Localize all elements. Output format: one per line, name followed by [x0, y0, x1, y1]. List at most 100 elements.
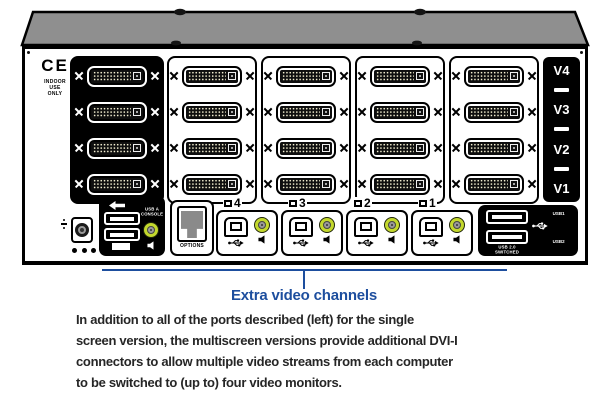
dvi-port: [464, 173, 524, 195]
screw-icon: [246, 108, 254, 116]
usb-b-port: [354, 217, 378, 237]
computer-number: 3: [299, 196, 306, 210]
screw-icon: [75, 72, 83, 80]
computer-number-label: 1: [418, 197, 437, 209]
dvi-pin-grid: [93, 143, 131, 153]
dvi-port: [182, 65, 242, 87]
dvi-pin-grid: [188, 143, 226, 153]
usb-b-port: [289, 217, 313, 237]
video-channel-label: V4: [553, 63, 570, 78]
screw-icon: [358, 180, 366, 188]
dvi-port-row: [358, 65, 442, 87]
dvi-column-computer-4: [167, 56, 257, 204]
dvi-port: [464, 101, 524, 123]
dvi-analog-block: [416, 108, 424, 116]
dvi-port: [87, 137, 147, 159]
screw-icon: [75, 108, 83, 116]
dvi-port-row: [452, 137, 536, 159]
computer-port-section: 1: [411, 197, 473, 256]
caption-line: connectors to allow multiple video strea…: [76, 354, 453, 369]
dvi-port-row: [264, 65, 348, 87]
usb-icon: [532, 222, 548, 230]
dvi-analog-block: [228, 180, 236, 188]
usb-icon: [293, 239, 309, 247]
computer-port-section: 2: [346, 197, 408, 256]
power-jack: [71, 217, 93, 243]
usb-panel-note: USB 2.0 SWITCHED: [494, 244, 520, 255]
dvi-analog-block: [322, 108, 330, 116]
dvi-port: [182, 173, 242, 195]
dvi-analog-block: [133, 108, 141, 116]
caption-title: Extra video channels: [230, 287, 378, 304]
dvi-pin-grid: [93, 107, 131, 117]
ce-note: INDOOR USE ONLY: [44, 79, 66, 97]
divider: [554, 166, 569, 171]
screw-icon: [434, 72, 442, 80]
usb-port-label: USB2: [552, 239, 565, 245]
dvi-port: [276, 137, 336, 159]
dvi-port: [87, 65, 147, 87]
computer-number: 2: [364, 196, 371, 210]
dvi-port: [464, 65, 524, 87]
screw-icon: [528, 72, 536, 80]
dvi-port-row: [170, 137, 254, 159]
video-channel-label: V1: [553, 180, 570, 196]
dvi-analog-block: [228, 72, 236, 80]
audio-jack: [384, 217, 400, 233]
computer-icon: [289, 199, 297, 207]
dvi-analog-block: [133, 144, 141, 152]
usb-b-port: [419, 217, 443, 237]
dvi-column-computer-1: [449, 56, 539, 204]
dvi-pin-grid: [188, 179, 226, 189]
screw-icon: [340, 108, 348, 116]
speaker-icon: [453, 235, 462, 244]
computer-number-label: 4: [223, 197, 242, 209]
dvi-port-row: [75, 173, 159, 195]
usb-a-port: [104, 228, 140, 241]
dvi-port-row: [170, 65, 254, 87]
dvi-analog-block: [322, 144, 330, 152]
usb-icon: [358, 239, 374, 247]
screw-icon: [452, 108, 460, 116]
audio-jack: [449, 217, 465, 233]
dvi-pin-grid: [282, 71, 320, 81]
audio-jack: [254, 217, 270, 233]
console-label: USB A CONSOLE: [140, 206, 164, 217]
screw-icon: [434, 108, 442, 116]
dvi-pin-grid: [93, 71, 131, 81]
usb-a-port: [486, 210, 528, 224]
speaker-icon: [323, 235, 332, 244]
dvi-port-row: [264, 173, 348, 195]
speaker-icon: [147, 241, 156, 250]
dvi-pin-grid: [470, 143, 508, 153]
screw-icon: [528, 180, 536, 188]
screw-icon: [340, 180, 348, 188]
screw-icon: [358, 144, 366, 152]
screw-icon: [434, 144, 442, 152]
dvi-port-row: [75, 101, 159, 123]
dvi-port: [87, 173, 147, 195]
switched-usb-panel: USB1 USB2 USB 2.0 SWITCHED: [478, 205, 578, 256]
screw-icon: [414, 8, 426, 16]
screw-icon: [340, 144, 348, 152]
dvi-port: [370, 65, 430, 87]
screw-icon: [246, 144, 254, 152]
dvi-port-row: [264, 101, 348, 123]
dvi-column-computer-3: [261, 56, 351, 204]
dvi-port: [464, 137, 524, 159]
screw-icon: [246, 72, 254, 80]
screw-icon: [412, 40, 422, 46]
dvi-analog-block: [510, 108, 518, 116]
blank-tab: [112, 243, 130, 250]
dvi-port: [182, 137, 242, 159]
audio-jack: [143, 222, 159, 238]
usb-b-port: [224, 217, 248, 237]
dvi-analog-block: [322, 72, 330, 80]
options-label: OPTIONS: [180, 243, 204, 249]
computer-number: 1: [429, 196, 436, 210]
computer-port-section: 4: [216, 197, 278, 256]
dvi-port-row: [264, 137, 348, 159]
computer-port-section: 3: [281, 197, 343, 256]
